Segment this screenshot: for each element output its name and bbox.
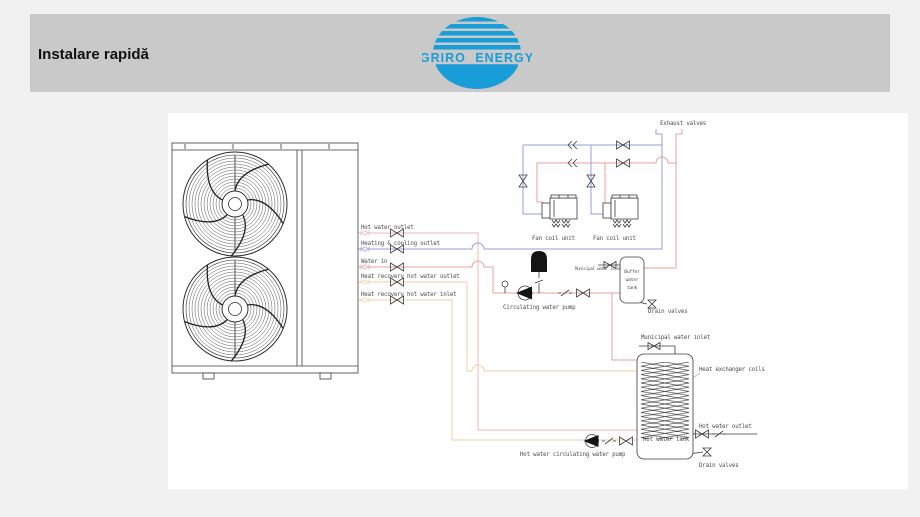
document-page: Hot water outlet Heating & cooling outle… [168,113,908,489]
buffer-water-tank [619,256,645,304]
pipe-heat-recovery-inlet [358,299,637,441]
check-valve-icon [712,430,726,438]
hot-water-tank [636,353,694,460]
unit-foot [319,372,332,380]
pipe-label: Water in [361,259,387,265]
heat-exchanger-coils-label: Heat exchanger coils [699,367,765,373]
exhaust-valves-label: Exhaust valves [660,121,706,127]
piping-diagram: Hot water outlet Heating & cooling outle… [171,121,765,469]
hot-water-circulating-pump-label: Hot water circulating water pump [520,452,626,458]
flex-connector-icon [567,140,578,168]
valve-icon [390,262,404,272]
check-valve-icon [602,437,616,445]
municipal-inlet-buffer-label: Municipal water inlet [575,266,622,271]
fan-coil-label: Fan coil unit [532,236,575,242]
circulating-water-pump [501,251,547,301]
pipe-label: Heat recovery hot water inlet [361,292,456,298]
unit-pipe-connectors [360,230,370,303]
pressure-gauge-icon [501,280,509,288]
valve-icon [390,277,404,287]
valve-icon [390,244,404,254]
unit-foot [202,372,215,380]
pipe-label: Heat recovery hot water outlet [361,274,460,280]
valve-icon [390,228,404,238]
fan-icon [182,256,288,362]
pipe-heat-recovery-outlet [358,281,637,372]
vertical-valve-icon [518,174,528,188]
circulating-pump-label: Circulating water pump [503,305,576,311]
valve-icon [619,436,633,446]
buffer-tank-label: water [626,277,639,283]
heat-pump-unit [171,142,359,380]
fan-coil-unit [541,194,578,228]
hot-water-outlet-tank-label: Hot water outlet [699,424,752,430]
fan-coil-unit [602,194,639,228]
fan-icon [182,151,288,257]
pipe-water-in-return [358,129,683,361]
drain-valves-label: Drain valves [699,463,738,469]
expansion-vessel-icon [531,251,547,272]
drain-valve-icon [702,447,712,457]
heat-exchanger-coils [641,362,689,439]
valve-icon [695,429,709,439]
logo-text: GRIRO ENERGY [422,51,532,65]
valve-icon [603,260,617,270]
pipe-label: Hot water outlet [361,225,414,231]
pipe-heating-cooling [358,129,663,250]
valve-icon [616,158,630,168]
check-valves [558,289,726,445]
header-bar: Instalare rapidă GRIRO ENERGY [30,14,890,92]
vertical-valve-icon [586,174,596,188]
check-valve-icon [558,289,572,297]
drain-valves-label: Drain valves [648,309,687,315]
shutoff-valves [390,140,712,457]
valve-icon [390,295,404,305]
hot-water-tank-label: Hot water tank [643,437,690,443]
pipe-label: Heating & cooling outlet [361,241,440,247]
buffer-tank-label: tank [627,285,638,291]
page-title: Instalare rapidă [38,46,149,63]
municipal-inlet-tank-label: Municipal water inlet [641,335,710,341]
buffer-tank-label: Buffer [624,269,640,275]
pipe-hot-water-outlet [358,232,637,431]
valve-icon [647,341,661,351]
fan-coil-label: Fan coil unit [593,236,636,242]
hot-water-circulating-pump [583,434,599,448]
valve-icon [616,140,630,150]
company-logo: GRIRO ENERGY [422,17,532,89]
drain-valve-icon [647,299,657,309]
valve-icon [576,288,590,298]
